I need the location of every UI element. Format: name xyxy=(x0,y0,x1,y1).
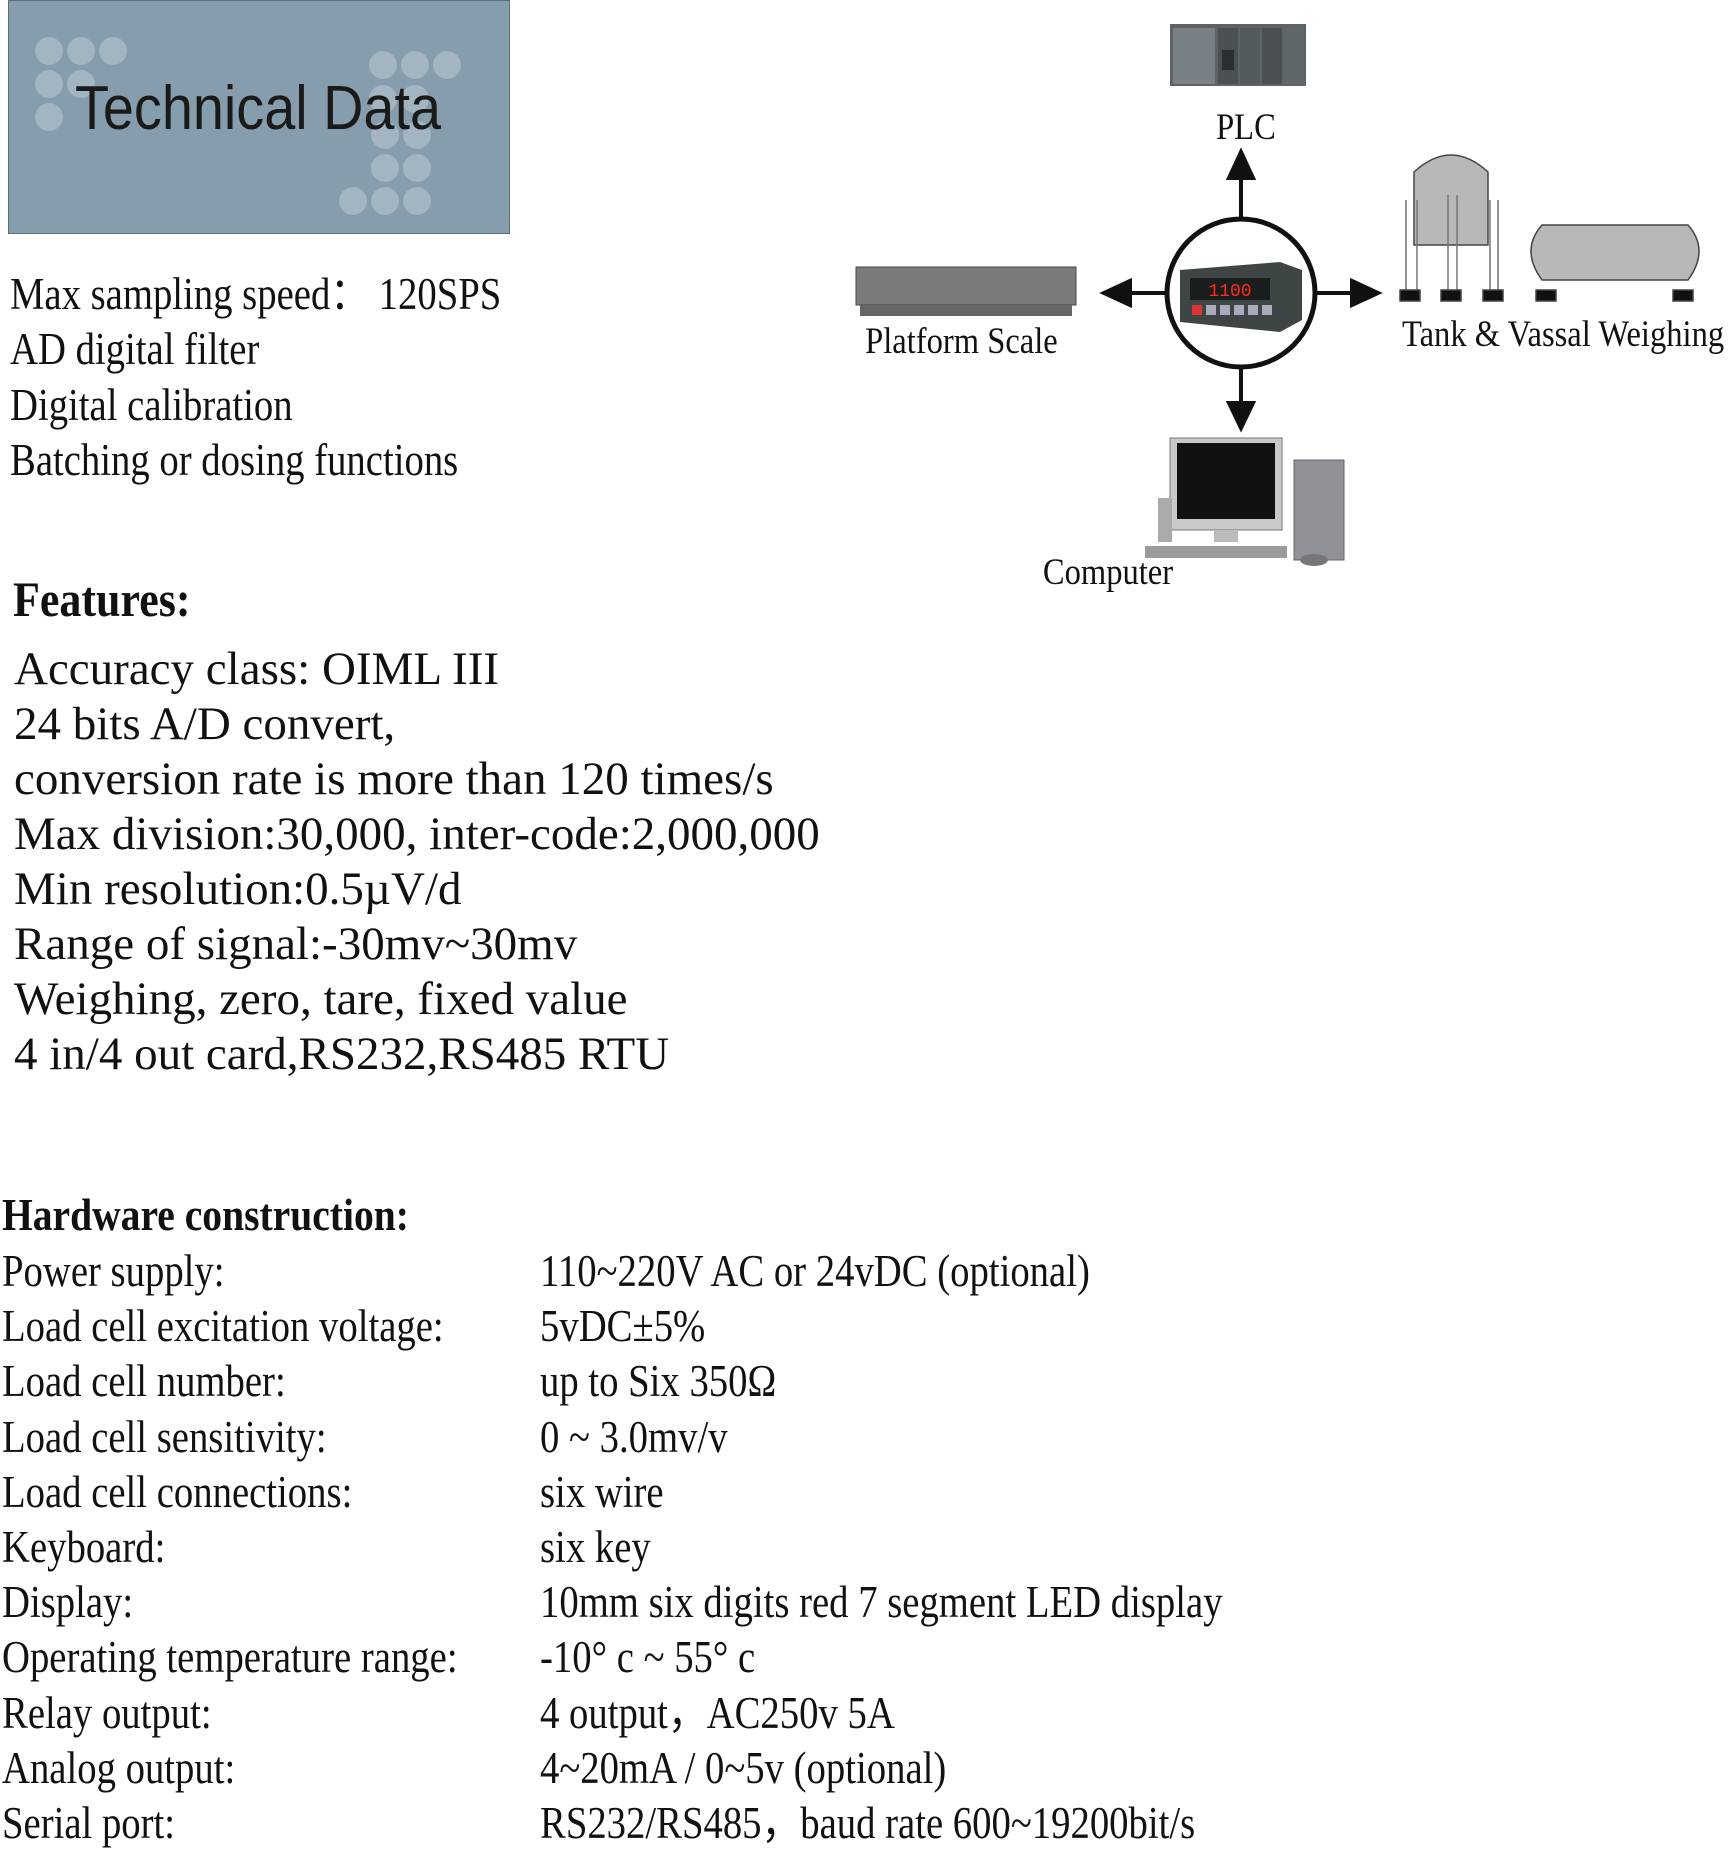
hardware-row-value: up to Six 350Ω xyxy=(540,1356,777,1407)
platform-scale-icon xyxy=(855,266,1077,316)
tank-icon xyxy=(1399,154,1700,302)
plc-label: PLC xyxy=(1216,107,1276,148)
hardware-row-value: 110~220V AC or 24vDC (optional) xyxy=(540,1246,1090,1296)
page-title: Technical Data xyxy=(75,74,442,143)
hardware-row-label: Display: xyxy=(2,1577,134,1628)
computer-icon xyxy=(1145,437,1345,566)
decor-dot xyxy=(35,37,63,65)
hardware-row-label: Serial port: xyxy=(2,1798,176,1848)
arrow-up-head xyxy=(1225,147,1257,180)
decor-dot xyxy=(339,187,367,215)
weighing-indicator-icon: 1100 xyxy=(1180,262,1302,332)
indicator-reading: 1100 xyxy=(1208,282,1251,302)
hardware-row-label: Load cell excitation voltage: xyxy=(2,1301,444,1352)
hardware-row-value: -10° c ~ 55° c xyxy=(540,1632,756,1683)
tech-item: Digital calibration xyxy=(10,380,293,430)
hardware-row-value: RS232/RS485，baud rate 600~19200bit/s xyxy=(540,1798,1196,1848)
hardware-row-value: 4~20mA / 0~5v (optional) xyxy=(540,1742,947,1793)
connection-diagram: 1100 xyxy=(855,24,1700,566)
tank-label: Tank & Vassal Weighing xyxy=(1401,314,1725,355)
decor-dot xyxy=(403,187,431,215)
hardware-row-value: six key xyxy=(540,1522,651,1572)
feature-item: Min resolution:0.5µV/d xyxy=(14,863,462,915)
feature-item: Range of signal:-30mv~30mv xyxy=(14,918,578,970)
decor-dot xyxy=(67,37,95,65)
feature-item: Accuracy class: OIML III xyxy=(14,643,500,695)
decor-dot xyxy=(401,85,429,113)
hardware-row-label: Load cell sensitivity: xyxy=(2,1411,327,1462)
hardware-row-label: Operating temperature range: xyxy=(2,1632,458,1683)
decor-dot xyxy=(369,51,397,79)
decor-dot xyxy=(35,70,63,98)
decor-dot xyxy=(403,121,431,149)
tech-item: Batching or dosing functions xyxy=(10,435,459,485)
decor-dot xyxy=(99,37,127,65)
hardware-row-value: 5vDC±5% xyxy=(540,1301,706,1352)
feature-item: Weighing, zero, tare, fixed value xyxy=(14,973,628,1025)
tech-item: AD digital filter xyxy=(10,324,260,374)
hardware-row-value: six wire xyxy=(540,1466,664,1517)
feature-item: 24 bits A/D convert, xyxy=(14,698,396,750)
hardware-row-label: Analog output: xyxy=(2,1742,236,1793)
decor-dot xyxy=(35,103,63,131)
features-heading: Features: xyxy=(13,571,191,627)
decor-dot xyxy=(369,85,397,113)
platform-scale-label: Platform Scale xyxy=(865,321,1058,362)
hardware-row-label: Load cell number: xyxy=(2,1356,286,1407)
title-banner: Technical Data xyxy=(8,0,510,234)
decor-dot xyxy=(401,51,429,79)
decor-dot xyxy=(371,187,399,215)
arrows xyxy=(1099,147,1383,433)
hardware-row-value: 0 ~ 3.0mv/v xyxy=(540,1411,728,1462)
decor-dot xyxy=(67,70,95,98)
hardware-row-value: 10mm six digits red 7 segment LED displa… xyxy=(540,1577,1223,1628)
decor-dot xyxy=(403,154,431,182)
feature-item: conversion rate is more than 120 times/s xyxy=(14,753,774,805)
hardware-row-label: Relay output: xyxy=(2,1687,212,1738)
decor-dot xyxy=(371,154,399,182)
computer-label: Computer xyxy=(1042,552,1174,593)
decor-dot xyxy=(433,51,461,79)
hardware-row-value: 4 output，AC250v 5A xyxy=(540,1687,895,1738)
hardware-row-label: Power supply: xyxy=(2,1246,225,1296)
feature-item: 4 in/4 out card,RS232,RS485 RTU xyxy=(14,1028,670,1080)
tech-item: Max sampling speed： 120SPS xyxy=(10,269,502,319)
plc-icon xyxy=(1170,24,1306,86)
decor-dot xyxy=(371,121,399,149)
hardware-row-label: Keyboard: xyxy=(2,1522,166,1572)
feature-item: Max division:30,000, inter-code:2,000,00… xyxy=(14,808,820,860)
hardware-row-label: Load cell connections: xyxy=(2,1466,353,1517)
hardware-heading: Hardware construction: xyxy=(2,1189,409,1240)
